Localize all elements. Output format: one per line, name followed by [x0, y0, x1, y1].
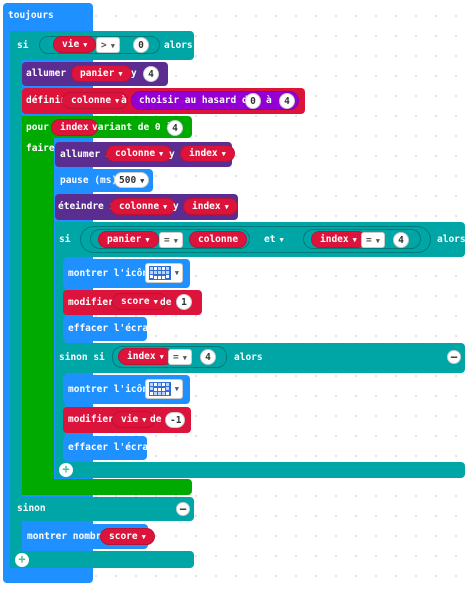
chevron-down-icon: ▼ [174, 385, 179, 393]
plot2-y-label: y [169, 149, 175, 160]
sad-icon-dropdown[interactable]: ▼ [145, 379, 183, 399]
plot2-label: allumer x [60, 149, 112, 160]
remove-else-if-icon[interactable]: − [447, 350, 461, 364]
else-if-label: sinon si [59, 352, 105, 363]
else-label: sinon [17, 503, 46, 514]
var-panier-cond[interactable]: panier▼ [98, 231, 159, 248]
for-block-bottom [22, 479, 192, 495]
var-index-elseif[interactable]: index▼ [118, 348, 173, 365]
index-compare-value[interactable]: 4 [393, 232, 409, 248]
var-index-loop[interactable]: index [51, 119, 98, 136]
compare-value[interactable]: 0 [133, 37, 149, 53]
for-variant-label: variant de 0 à [92, 122, 173, 133]
plot-y-value[interactable]: 4 [143, 66, 159, 82]
clear-screen-block-2[interactable] [63, 436, 147, 460]
change-vie-value[interactable]: -1 [165, 412, 185, 428]
var-vie-dropdown[interactable]: vie▼ [53, 36, 97, 53]
clear-screen-label-2: effacer l'écran [68, 442, 154, 453]
change-vie-de: de [150, 414, 162, 425]
smile-icon-dropdown[interactable]: ▼ [145, 263, 183, 283]
show-icon-label-1: montrer l'icône [68, 268, 154, 279]
show-number-label: montrer nombre [27, 531, 108, 542]
var-score-dropdown[interactable]: score▼ [112, 293, 167, 310]
forever-label: toujours [8, 10, 54, 21]
remove-else-icon[interactable]: − [176, 502, 190, 516]
random-a-label: à [266, 95, 272, 106]
change-score-label: modifier [68, 297, 114, 308]
unplot-label: éteindre x [58, 201, 116, 212]
var-colonne-unplot[interactable]: colonne▼ [110, 198, 177, 215]
change-score-value[interactable]: 1 [176, 294, 192, 310]
set-a-label: à [121, 95, 127, 106]
else-row[interactable] [10, 497, 194, 521]
change-score-de: de [160, 297, 172, 308]
eq-operator-3[interactable]: =▼ [168, 349, 192, 365]
set-label: définir [26, 95, 67, 106]
chevron-down-icon: ▼ [174, 269, 179, 277]
for-block-arm [22, 116, 54, 495]
add-else-icon[interactable]: + [15, 553, 29, 567]
add-else-if-icon[interactable]: + [59, 463, 73, 477]
if2-alors-label: alors [437, 234, 466, 245]
pause-value[interactable]: 500▼ [114, 172, 150, 188]
clear-screen-label-1: effacer l'écran [68, 323, 154, 334]
if-block-arm [10, 31, 22, 568]
for-pour-label: pour [26, 122, 49, 133]
var-index-y[interactable]: index▼ [180, 145, 235, 162]
var-panier-dropdown[interactable]: panier▼ [71, 65, 132, 82]
and-label[interactable]: et▼ [264, 234, 284, 245]
if-alors-label: alors [164, 40, 193, 51]
random-to[interactable]: 4 [279, 93, 295, 109]
show-icon-label-2: montrer l'icône [68, 384, 154, 395]
elseif-compare-value[interactable]: 4 [200, 349, 216, 365]
if2-si-label: si [59, 234, 71, 245]
compare-operator[interactable]: >▼ [96, 37, 120, 53]
eq-operator-1[interactable]: =▼ [159, 232, 183, 248]
var-index-unplot[interactable]: index▼ [183, 198, 238, 215]
clear-screen-block-1[interactable] [63, 317, 147, 341]
for-to-value[interactable]: 4 [167, 120, 183, 136]
random-from[interactable]: 0 [245, 93, 261, 109]
if2-bottom[interactable] [55, 462, 465, 478]
var-index-cond[interactable]: index▼ [311, 231, 366, 248]
change-vie-label: modifier [68, 414, 114, 425]
sad-icon [149, 382, 171, 396]
if1-bottom[interactable] [10, 551, 194, 568]
var-colonne-cond[interactable]: colonne [189, 231, 248, 248]
smile-icon [149, 266, 171, 280]
pause-label: pause (ms) [60, 175, 118, 186]
eq-operator-2[interactable]: =▼ [361, 232, 385, 248]
unplot-y-label: y [173, 201, 179, 212]
var-score-show[interactable]: score▼ [100, 528, 155, 545]
for-faire-label: faire [26, 143, 55, 154]
elseif-alors-label: alors [234, 352, 263, 363]
var-colonne-x[interactable]: colonne▼ [106, 145, 173, 162]
if-si-label: si [17, 40, 29, 51]
var-vie-change[interactable]: vie▼ [112, 411, 156, 428]
plot-label: allumer x [26, 68, 78, 79]
var-colonne-dropdown[interactable]: colonne▼ [62, 92, 129, 109]
random-label: choisir au hasard de [139, 95, 254, 106]
plot-y-label: y [131, 68, 137, 79]
